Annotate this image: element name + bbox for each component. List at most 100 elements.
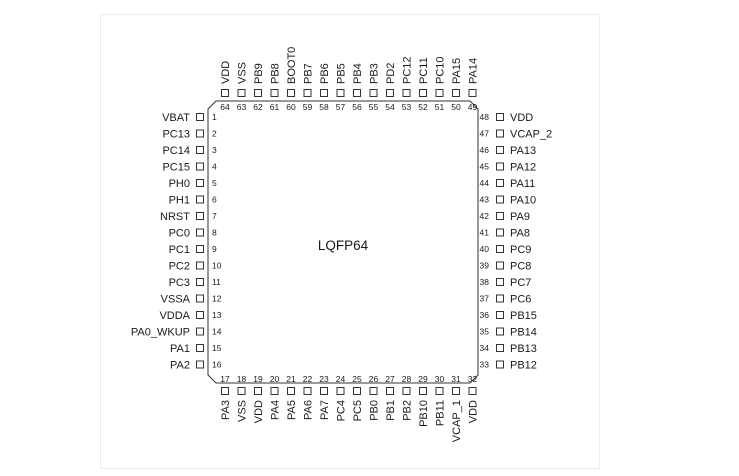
pin-name-pa13: PA13 bbox=[510, 145, 536, 157]
pin-pad-24 bbox=[336, 387, 345, 395]
pin-number-17: 17 bbox=[220, 374, 230, 384]
pin-name-pc5: PC5 bbox=[352, 400, 364, 421]
pin-pad-46 bbox=[496, 146, 504, 154]
pin-number-14: 14 bbox=[212, 327, 222, 337]
pin-pad-12 bbox=[196, 294, 204, 303]
pin-number-43: 43 bbox=[480, 195, 490, 205]
pin-name-pa15: PA15 bbox=[451, 58, 463, 84]
pin-pad-32 bbox=[468, 387, 477, 395]
pin-name-vcap_1: VCAP_1 bbox=[451, 400, 463, 442]
pin-pad-20 bbox=[270, 387, 279, 395]
pin-pad-60 bbox=[287, 89, 295, 97]
pin-name-vssa: VSSA bbox=[161, 294, 191, 306]
pin-name-pc11: PC11 bbox=[418, 57, 430, 84]
pin-pad-22 bbox=[303, 387, 312, 395]
pin-number-32: 32 bbox=[468, 374, 478, 384]
pin-pad-10 bbox=[196, 261, 204, 270]
pin-number-1: 1 bbox=[212, 112, 217, 122]
pin-name-pa3: PA3 bbox=[220, 400, 232, 420]
pin-number-10: 10 bbox=[212, 261, 222, 271]
pin-name-pa0_wkup: PA0_WKUP bbox=[131, 327, 190, 339]
pin-name-pc4: PC4 bbox=[336, 400, 348, 421]
pin-number-15: 15 bbox=[212, 343, 222, 353]
pin-number-56: 56 bbox=[352, 102, 362, 112]
pin-name-pc1: PC1 bbox=[169, 244, 190, 256]
pin-pad-45 bbox=[496, 162, 504, 171]
pin-name-vdd: VDD bbox=[510, 112, 533, 124]
pin-name-pb9: PB9 bbox=[253, 63, 265, 84]
pin-name-pa6: PA6 bbox=[303, 400, 315, 420]
pin-name-pb4: PB4 bbox=[352, 63, 364, 84]
pin-number-58: 58 bbox=[319, 102, 329, 112]
pin-name-vss: VSS bbox=[237, 400, 249, 422]
pin-name-pc8: PC8 bbox=[510, 261, 531, 273]
pin-pad-52 bbox=[419, 89, 427, 97]
pin-pad-16 bbox=[196, 360, 204, 369]
pin-number-11: 11 bbox=[212, 277, 221, 287]
pin-name-pb14: PB14 bbox=[510, 327, 537, 339]
pin-number-6: 6 bbox=[212, 195, 217, 205]
pin-number-27: 27 bbox=[385, 374, 395, 384]
pin-number-59: 59 bbox=[303, 102, 313, 112]
pin-name-pa7: PA7 bbox=[319, 400, 331, 420]
pin-name-pa5: PA5 bbox=[286, 400, 298, 420]
pin-pad-57 bbox=[336, 89, 345, 97]
pin-name-pa4: PA4 bbox=[270, 400, 282, 420]
pin-pad-44 bbox=[496, 179, 504, 187]
pin-pad-43 bbox=[496, 195, 504, 204]
pin-name-pb0: PB0 bbox=[369, 400, 381, 421]
pin-pad-31 bbox=[452, 387, 460, 395]
pin-pad-49 bbox=[468, 89, 477, 97]
pin-name-vss: VSS bbox=[237, 62, 249, 84]
pin-number-25: 25 bbox=[352, 374, 362, 384]
pin-pad-51 bbox=[435, 89, 444, 97]
pin-name-vbat: VBAT bbox=[162, 112, 190, 124]
pin-pad-35 bbox=[496, 327, 504, 336]
pin-pad-6 bbox=[196, 195, 204, 204]
pin-name-pb5: PB5 bbox=[336, 63, 348, 84]
chip-body-outline bbox=[207, 100, 479, 384]
pin-number-61: 61 bbox=[270, 102, 280, 112]
pin-name-vdd: VDD bbox=[253, 400, 265, 423]
pin-pad-13 bbox=[196, 311, 204, 319]
pin-pad-50 bbox=[452, 89, 460, 97]
pin-name-pb8: PB8 bbox=[270, 63, 282, 84]
pin-name-pa11: PA11 bbox=[510, 178, 535, 190]
pin-pad-19 bbox=[254, 387, 262, 395]
pin-name-pc3: PC3 bbox=[169, 277, 190, 289]
pin-name-nrst: NRST bbox=[160, 211, 190, 223]
pin-pad-30 bbox=[435, 387, 444, 395]
pin-name-pb12: PB12 bbox=[510, 360, 537, 372]
pin-name-pc15: PC15 bbox=[162, 162, 190, 174]
pin-pad-48 bbox=[496, 113, 504, 121]
pin-pad-8 bbox=[196, 228, 204, 237]
pin-pad-26 bbox=[369, 387, 378, 395]
pin-pad-21 bbox=[287, 387, 295, 395]
pin-pad-11 bbox=[196, 278, 204, 286]
pin-number-8: 8 bbox=[212, 228, 217, 238]
pin-number-42: 42 bbox=[480, 211, 490, 221]
pin-pad-54 bbox=[386, 89, 394, 97]
pin-number-47: 47 bbox=[480, 129, 490, 139]
pin-number-16: 16 bbox=[212, 360, 222, 370]
pin-pad-56 bbox=[353, 89, 361, 97]
pin-number-24: 24 bbox=[336, 374, 346, 384]
pin-name-pb15: PB15 bbox=[510, 310, 537, 322]
pin-number-48: 48 bbox=[480, 112, 490, 122]
pin-pad-2 bbox=[196, 129, 204, 138]
pin-number-62: 62 bbox=[253, 102, 263, 112]
pin-pad-25 bbox=[353, 387, 361, 395]
pin-pad-55 bbox=[369, 89, 378, 97]
pin-number-63: 63 bbox=[237, 102, 247, 112]
pin-name-pc12: PC12 bbox=[402, 56, 414, 84]
pin-number-30: 30 bbox=[435, 374, 445, 384]
pin-name-pc13: PC13 bbox=[162, 129, 190, 141]
pin-number-7: 7 bbox=[212, 211, 217, 221]
pin-pad-37 bbox=[496, 294, 504, 303]
pin-name-vdda: VDDA bbox=[159, 310, 190, 322]
pin-name-pa2: PA2 bbox=[170, 360, 190, 372]
pin-number-2: 2 bbox=[212, 129, 217, 139]
pin-number-26: 26 bbox=[369, 374, 379, 384]
pin-name-vdd: VDD bbox=[468, 400, 480, 423]
